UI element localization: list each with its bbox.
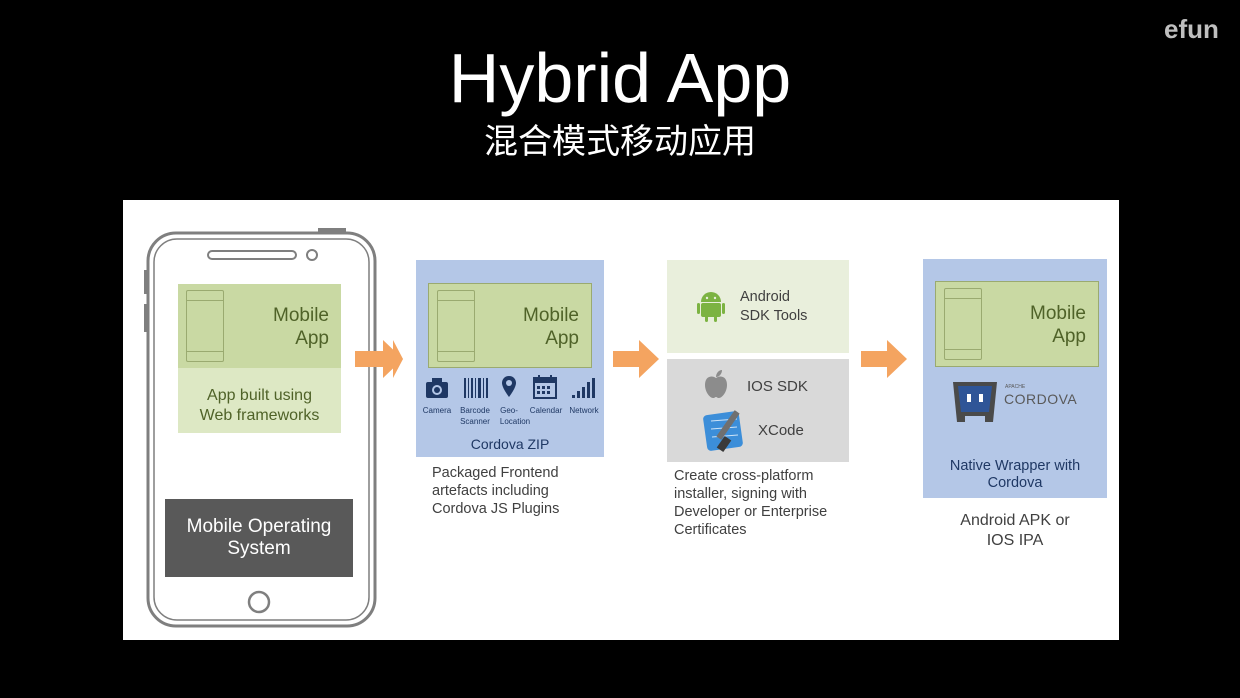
xcode-icon [703, 410, 743, 453]
cordova-brand-label: CORDOVA [1004, 391, 1078, 407]
plugin-label-barcode: Barcode [460, 406, 490, 415]
signal-icon [572, 378, 595, 398]
plugin-label-barcode-2: Scanner [460, 417, 490, 426]
zip-desc-line2: artefacts including [432, 483, 549, 499]
ios-sdk-label: IOS SDK [747, 378, 808, 395]
native-app-label-line2: App [1052, 326, 1086, 347]
cordova-robot-icon [953, 382, 997, 422]
os-line1: Mobile Operating [186, 516, 332, 537]
calendar-icon [533, 375, 557, 399]
phone-app-label-line2: App [295, 328, 329, 349]
wrapper-line1: Native Wrapper with [949, 458, 1081, 474]
native-mobile-app-box: Mobile App [935, 281, 1099, 367]
sdk-desc-line4: Certificates [674, 522, 747, 538]
cordova-zip-description: Packaged Frontend artefacts including Co… [432, 464, 559, 518]
plugin-label-camera: Camera [422, 406, 452, 415]
native-app-label: Mobile App [1030, 302, 1086, 348]
plugin-label-network: Network [569, 406, 599, 415]
wrapper-line2: Cordova [987, 475, 1043, 491]
mini-phone-icon [437, 290, 475, 362]
plugin-label-calendar: Calendar [529, 406, 563, 415]
sdk-desc-line3: Developer or Enterprise [674, 504, 828, 520]
zip-desc-line3: Cordova JS Plugins [432, 501, 560, 517]
sdk-desc-line1: Create cross-platform [674, 468, 814, 484]
output-line1: Android APK or [960, 512, 1070, 529]
plugin-label-geo: Geo- [500, 406, 518, 415]
apple-icon [705, 370, 727, 398]
cordova-small-label: APACHE [1005, 384, 1026, 390]
android-icon [697, 292, 725, 322]
sdk-description: Create cross-platform installer, signing… [674, 467, 827, 539]
native-wrapper-panel: Mobile App APACHE CORDOVA Native Wrapper… [923, 259, 1107, 498]
barcode-icon [464, 378, 488, 398]
phone-outline-icon [144, 228, 377, 628]
sdk-desc-line2: installer, signing with [674, 486, 807, 502]
xcode-label: XCode [758, 422, 804, 439]
plugin-label-geo-2: Location [499, 417, 531, 426]
cordova-zip-panel: Mobile App [416, 260, 604, 457]
os-line2: System [227, 538, 291, 559]
diagram-panel: Mobile App App built using Web framework… [123, 200, 1119, 640]
zip-app-label-line2: App [545, 328, 579, 349]
page-title: Hybrid App [448, 39, 792, 117]
arrow-2-icon [613, 340, 659, 378]
arrow-3-icon [861, 340, 907, 378]
mini-phone-icon [944, 288, 982, 360]
mobile-os-box: Mobile Operating System [165, 499, 353, 577]
mini-phone-icon [186, 290, 224, 362]
location-pin-icon [502, 376, 516, 397]
output-description: Android APK or IOS IPA [923, 511, 1107, 551]
zip-mobile-app-box: Mobile App [428, 283, 592, 368]
phone-mobile-app-box: Mobile App [178, 284, 341, 368]
web-frameworks-box: App built using Web frameworks [178, 368, 341, 433]
cordova-zip-footer: Cordova ZIP [470, 436, 550, 452]
phone-app-label-line1: Mobile [273, 305, 329, 326]
zip-app-label: Mobile App [523, 304, 579, 350]
camera-icon [426, 378, 448, 398]
android-sdk-line2: SDK Tools [740, 308, 808, 324]
page-subtitle: 混合模式移动应用 [484, 122, 756, 162]
efun-logo: efun [1164, 14, 1219, 44]
zip-desc-line1: Packaged Frontend [432, 465, 559, 481]
phone-app-label: Mobile App [273, 304, 329, 350]
web-frameworks-line2: Web frameworks [199, 407, 320, 424]
android-sdk-box: Android SDK Tools [667, 260, 849, 353]
ios-sdk-box: IOS SDK XCode [667, 359, 849, 462]
native-app-label-line1: Mobile [1030, 303, 1086, 324]
output-line2: IOS IPA [986, 532, 1044, 549]
web-frameworks-line1: App built using [207, 387, 312, 404]
android-sdk-line1: Android [740, 289, 790, 305]
zip-app-label-line1: Mobile [523, 305, 579, 326]
arrow-1-full-icon [355, 340, 403, 378]
